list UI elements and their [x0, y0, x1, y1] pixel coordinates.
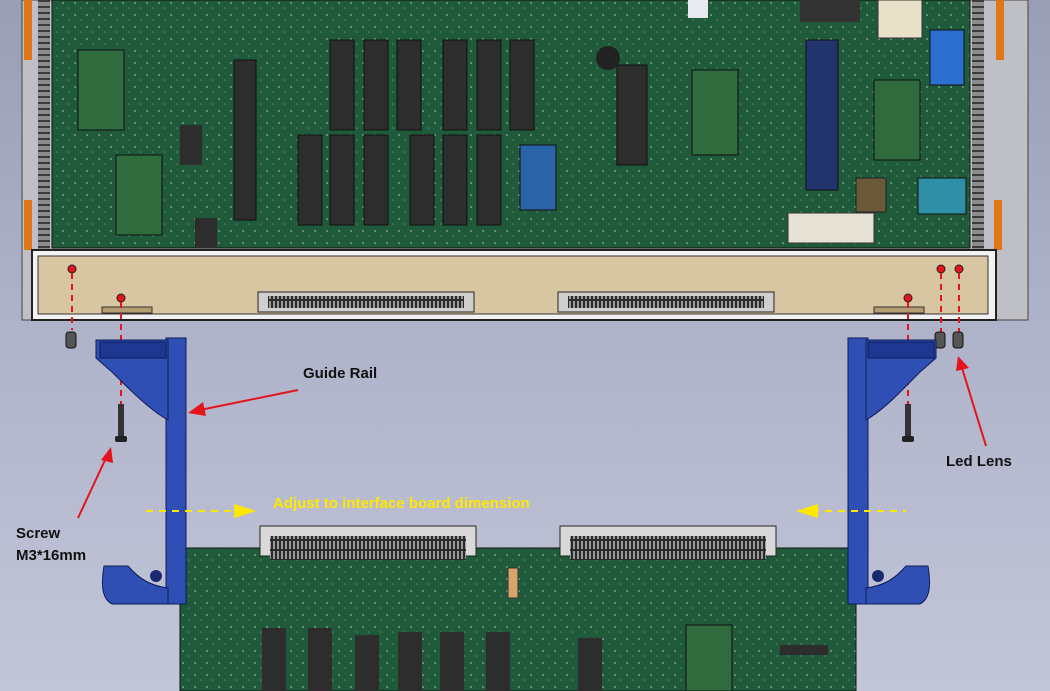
- led-lens-left: [65, 331, 77, 349]
- left-orange-clip: [24, 0, 32, 60]
- screw-left: [115, 404, 127, 442]
- loose-parts: [65, 331, 964, 442]
- screw-callout: [77, 457, 107, 519]
- guide-rail-right: [847, 337, 937, 605]
- memory-chips: [233, 39, 648, 226]
- right-card-guide: [972, 0, 984, 250]
- screw-label-line1: Screw: [16, 525, 61, 542]
- led-lens-callout: [961, 367, 987, 447]
- front-panel: [37, 255, 989, 315]
- callout-arrows: [77, 356, 987, 519]
- screw-label-line2: M3*16mm: [16, 547, 87, 564]
- adjust-arrows: [146, 504, 906, 518]
- guide-rail-callout: [199, 389, 299, 411]
- led-lens-label: Led Lens: [946, 453, 1012, 470]
- alignment-lines: [71, 273, 960, 410]
- main-board: [21, 0, 1029, 321]
- sub-modules: [77, 0, 967, 248]
- left-card-guide: [38, 0, 50, 250]
- right-orange-clip: [996, 0, 1004, 60]
- guide-rail-left: [95, 337, 187, 605]
- led-lens-right-b: [952, 331, 964, 349]
- screw-right: [902, 404, 914, 442]
- interface-board: [179, 525, 857, 691]
- adjust-label: Adjust to interface board dimension: [273, 495, 530, 512]
- panel-connectors: [257, 291, 775, 313]
- guide-rail-label: Guide Rail: [303, 365, 378, 382]
